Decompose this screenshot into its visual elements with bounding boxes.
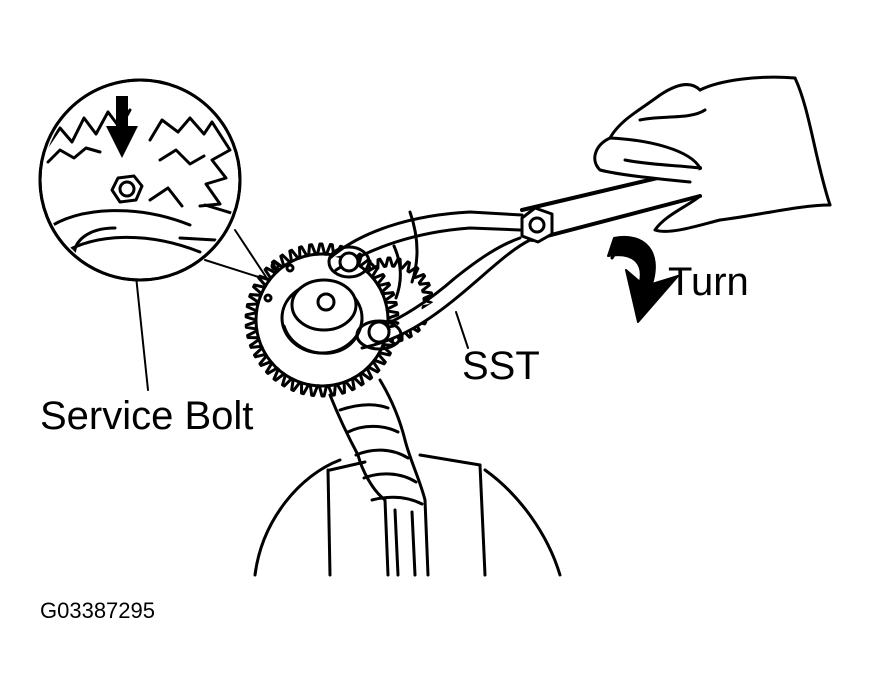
detail-inset	[38, 78, 242, 282]
sst-tool	[327, 166, 702, 351]
down-arrow-icon	[106, 96, 138, 158]
camshaft	[328, 378, 430, 577]
gear-hub	[280, 278, 364, 355]
service-bolt	[110, 174, 144, 204]
turn-arrow-icon	[607, 235, 679, 323]
sst-label: SST	[462, 344, 540, 388]
figure-code: G03387295	[40, 598, 155, 623]
service-bolt-label: Service Bolt	[40, 394, 254, 438]
hand	[593, 75, 832, 233]
engine-housing	[253, 453, 562, 577]
turn-label: Turn	[668, 260, 749, 304]
